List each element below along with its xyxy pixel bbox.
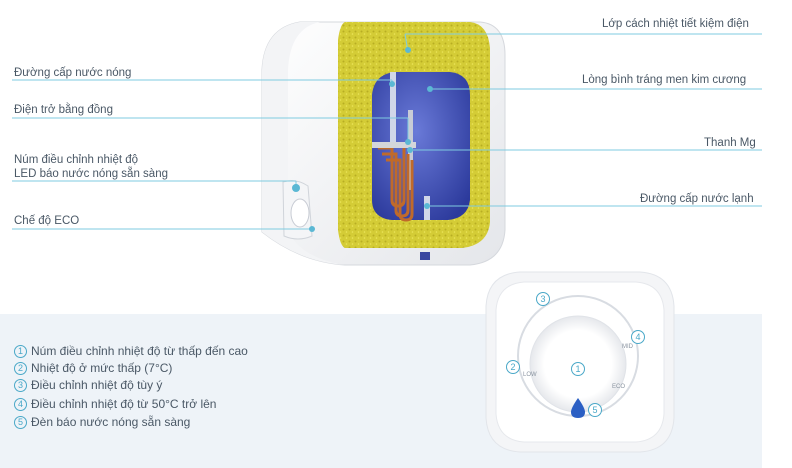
hot-water-pipe — [390, 72, 396, 142]
knob-mark-eco: ECO — [612, 384, 626, 390]
label-copper-heater: Điện trở bằng đồng — [14, 104, 113, 116]
side-knob — [290, 198, 310, 228]
label-led: LED báo nước nóng sẵn sàng — [14, 168, 168, 180]
knob-number-2: 2 — [506, 360, 520, 374]
label-eco: Chế độ ECO — [14, 215, 80, 227]
knob-number-1: 1 — [571, 362, 585, 376]
water-drop-icon — [571, 398, 585, 418]
knob-mark-low: LOW — [523, 372, 537, 378]
copper-heater — [378, 146, 414, 222]
knob-mark-mid: MID — [622, 344, 633, 350]
label-enamel-tank: Lòng bình tráng men kim cương — [582, 74, 747, 86]
label-insulation: Lớp cách nhiệt tiết kiệm điện — [602, 18, 749, 30]
label-cold-pipe: Đường cấp nước lạnh — [640, 193, 754, 205]
knob-number-4: 4 — [631, 330, 645, 344]
label-mg-rod: Thanh Mg — [704, 137, 756, 149]
label-knob: Núm điều chỉnh nhiệt độ — [14, 154, 139, 166]
leader-lines — [12, 33, 762, 230]
knob-number-5: 5 — [588, 403, 602, 417]
label-hot-pipe: Đường cấp nước nóng — [14, 67, 132, 79]
knob-number-3: 3 — [536, 292, 550, 306]
leader-dots — [293, 47, 433, 232]
